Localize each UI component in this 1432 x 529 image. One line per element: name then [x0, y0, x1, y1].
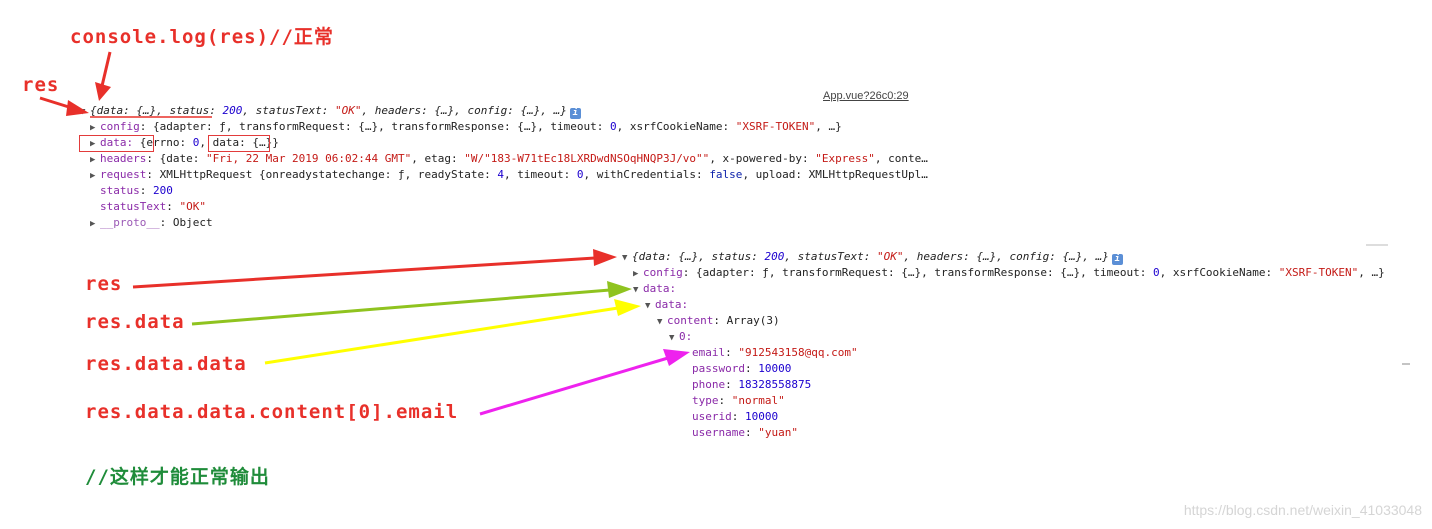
field-phone-row: phone: 18328558875: [692, 378, 812, 391]
field-type-row: type: "normal": [692, 394, 785, 407]
top-request-row[interactable]: ▶request: XMLHttpRequest {onreadystatech…: [90, 167, 928, 184]
top-status-row: status: 200: [100, 184, 173, 197]
bottom-config-row[interactable]: ▶config: {adapter: ƒ, transformRequest: …: [633, 265, 1385, 282]
collapsed-triangle-icon[interactable]: ▶: [90, 171, 96, 181]
top-data-row[interactable]: ▶data: {errno: 0, data: {…}}: [90, 135, 279, 152]
bottom-content-row[interactable]: ▼content: Array(3): [657, 313, 780, 330]
arrow-console-log: [95, 51, 112, 101]
top-statustext-row: statusText: "OK": [100, 200, 206, 213]
bottom-summary-row[interactable]: ▼{data: {…}, status: 200, statusText: "O…: [622, 249, 1123, 266]
info-icon[interactable]: i: [569, 108, 581, 119]
top-caption: console.log(res)//正常: [70, 26, 334, 48]
top-headers-row[interactable]: ▶headers: {date: "Fri, 22 Mar 2019 06:02…: [90, 151, 928, 168]
label-res-data-data: res.data.data: [85, 353, 247, 375]
field-password-row: password: 10000: [692, 362, 792, 375]
label-res-data: res.data: [85, 311, 185, 333]
expanded-triangle-icon[interactable]: ▼: [633, 285, 639, 295]
expanded-triangle-icon[interactable]: ▼: [657, 317, 663, 327]
arrow-res-top: [39, 96, 89, 116]
bottom-data-data-row[interactable]: ▼data:: [645, 297, 688, 314]
highlight-box-inner-data: [208, 135, 270, 152]
collapsed-triangle-icon[interactable]: ▶: [633, 269, 639, 279]
source-link[interactable]: App.vue?26c0:29: [823, 90, 909, 102]
arrow-res-data-data: [264, 299, 641, 365]
expanded-triangle-icon[interactable]: ▼: [622, 253, 628, 263]
label-res: res: [85, 273, 123, 295]
top-proto-row[interactable]: ▶__proto__: Object: [90, 215, 213, 232]
highlight-box-data: [79, 135, 154, 152]
expanded-triangle-icon[interactable]: ▼: [669, 333, 675, 343]
field-userid-row: userid: 10000: [692, 410, 779, 423]
collapsed-triangle-icon[interactable]: ▶: [90, 219, 96, 229]
bottom-caption: //这样才能正常输出: [85, 466, 270, 488]
watermark: https://blog.csdn.net/weixin_41033048: [1183, 502, 1422, 518]
arrow-res: [132, 249, 617, 289]
collapsed-triangle-icon[interactable]: ▶: [90, 139, 96, 149]
arrow-res-data: [191, 281, 632, 326]
expanded-triangle-icon[interactable]: ▼: [645, 301, 651, 311]
top-config-row[interactable]: ▶config: {adapter: ƒ, transformRequest: …: [90, 119, 842, 136]
label-res-top: res: [22, 74, 60, 96]
collapsed-triangle-icon[interactable]: ▶: [90, 155, 96, 165]
field-email-row: email: "912543158@qq.com": [692, 346, 858, 359]
label-res-email: res.data.data.content[0].email: [85, 401, 459, 423]
collapsed-triangle-icon[interactable]: ▶: [90, 123, 96, 133]
bottom-index0-row[interactable]: ▼0:: [669, 329, 692, 346]
field-username-row: username: "yuan": [692, 426, 798, 439]
info-icon[interactable]: i: [1111, 254, 1123, 265]
bottom-data-row[interactable]: ▼data:: [633, 281, 676, 298]
arrow-res-email: [479, 349, 690, 416]
